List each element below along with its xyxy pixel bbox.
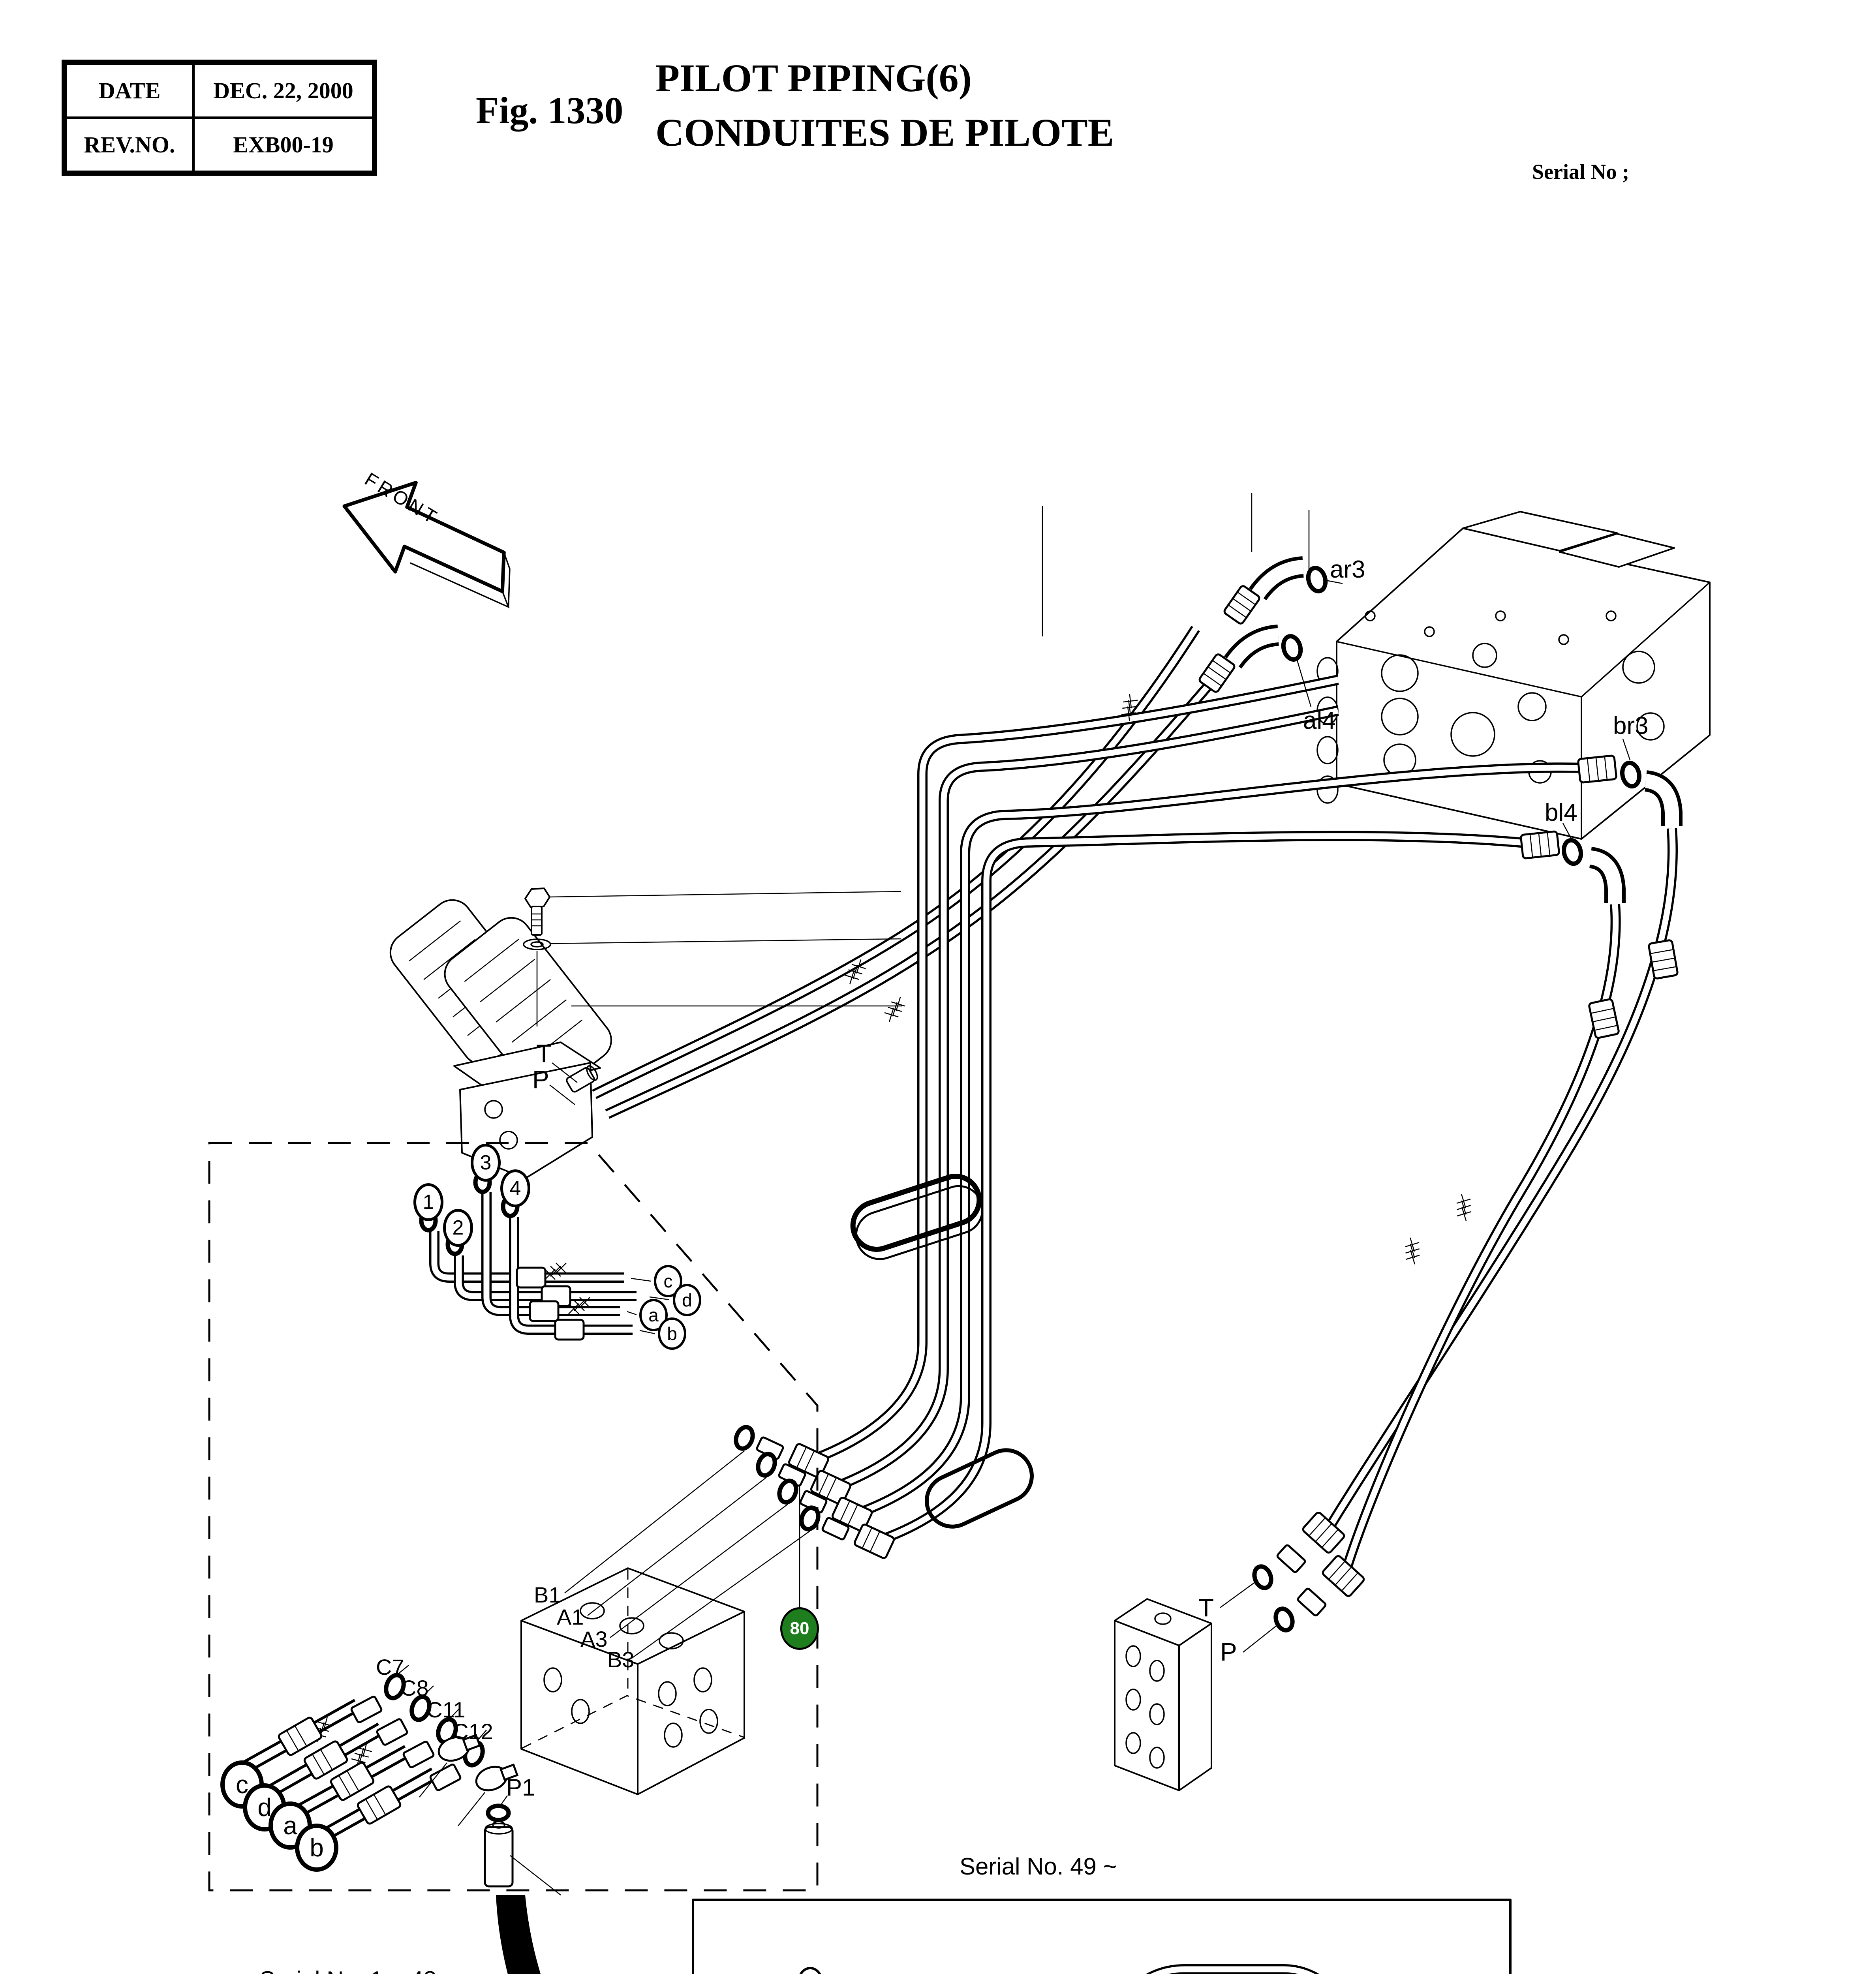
page-title-en: PILOT PIPING(6) xyxy=(655,56,972,100)
circled-letter-d-upper: d xyxy=(673,1284,701,1316)
pilot-manifold-block xyxy=(520,1567,745,1795)
circled-letter-b-lower: b xyxy=(295,1824,338,1872)
callout-a1: A1 xyxy=(557,1604,584,1629)
circled-number-1: 1 xyxy=(413,1183,443,1221)
leader-lines xyxy=(398,493,1631,1895)
control-valve-block xyxy=(1316,511,1711,840)
circled-letter-b-upper: b xyxy=(658,1317,686,1350)
serial-range-old-label: Serial No. 1 ~ 48 xyxy=(259,1968,437,1974)
callout-t-block: T xyxy=(1198,1593,1214,1622)
callout-c8: C8 xyxy=(400,1676,429,1700)
inset-pointer-swoosh xyxy=(496,1895,541,1974)
revision-table: DATE DEC. 22, 2000 REV.NO. EXB00-19 xyxy=(62,60,377,176)
pedal-assembly xyxy=(389,888,612,1179)
serial-49-inset xyxy=(692,1899,1512,1974)
rev-value: EXB00-19 xyxy=(193,118,373,172)
serial-range-new-label: Serial No. 49 ~ xyxy=(960,1853,1117,1880)
circled-number-2: 2 xyxy=(443,1209,473,1247)
figure-label: Fig. 1330 xyxy=(476,89,623,131)
callout-c11: C11 xyxy=(426,1697,466,1722)
serial-note: Serial No ; xyxy=(1532,160,1629,184)
callout-b1: B1 xyxy=(534,1582,561,1607)
callout-b3: B3 xyxy=(607,1647,635,1672)
part-badge-80-main: 80 xyxy=(780,1607,819,1650)
circled-letter-a-upper: a xyxy=(639,1299,668,1331)
callout-p1: P1 xyxy=(506,1774,535,1801)
page-title-fr: CONDUITES DE PILOTE xyxy=(655,111,1114,154)
circled-number-4: 4 xyxy=(500,1169,530,1207)
rev-label: REV.NO. xyxy=(66,118,193,172)
callout-c12: C12 xyxy=(453,1719,493,1744)
hose-guide-rings xyxy=(850,1174,1034,1529)
circled-number-3: 3 xyxy=(471,1144,501,1182)
serial-1-48-boundary xyxy=(208,1142,819,1891)
fittings xyxy=(278,556,1683,1888)
tp-port-block xyxy=(1114,1598,1212,1791)
callout-a3: A3 xyxy=(580,1627,608,1651)
callout-bl4: bl4 xyxy=(1545,799,1577,826)
circled-letter-c-upper: c xyxy=(654,1265,682,1297)
date-value: DEC. 22, 2000 xyxy=(193,64,373,118)
callout-p-pedal: P xyxy=(532,1065,549,1094)
callout-c7: C7 xyxy=(376,1655,404,1679)
callout-t-pedal: T xyxy=(536,1039,552,1068)
date-label: DATE xyxy=(66,64,193,118)
callout-ar3: ar3 xyxy=(1330,556,1365,583)
callout-br3: br3 xyxy=(1613,712,1649,739)
front-arrow xyxy=(342,480,511,608)
callout-al4: al4 xyxy=(1303,707,1336,734)
callout-p-block: P xyxy=(1220,1638,1237,1666)
